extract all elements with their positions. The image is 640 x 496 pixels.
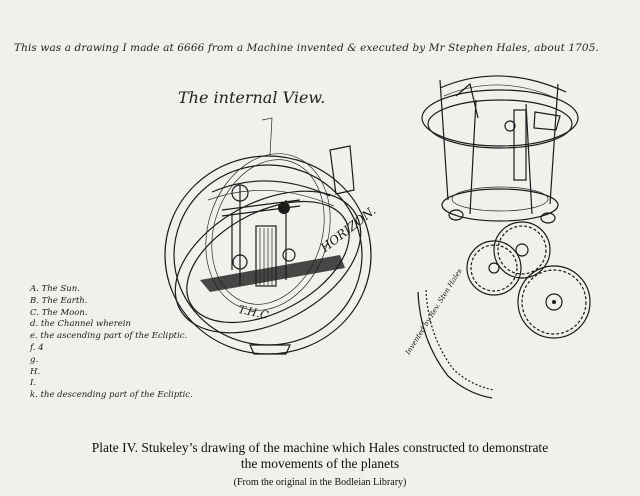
- view-title: The internal View.: [178, 88, 326, 107]
- armillary-sphere-drawing: [164, 117, 372, 355]
- caption-source: (From the original in the Bodleian Libra…: [233, 477, 407, 488]
- legend-item: A. The Sun.: [30, 284, 80, 294]
- handwritten-note: This was a drawing I made at 6666 from a…: [14, 42, 599, 54]
- orrery-stand-drawing: [421, 75, 579, 224]
- plate-caption: Plate IV. Stukeley’s drawing of the mach…: [0, 440, 640, 488]
- caption-line-1: Plate IV. Stukeley’s drawing of the mach…: [91, 440, 549, 455]
- caption-line-2: the movements of the planets: [240, 456, 400, 471]
- legend-item: H.: [30, 366, 41, 377]
- gear-wheels-drawing: [417, 221, 591, 399]
- legend: A. The Sun. B. The Earth. C. The Moon. d…: [30, 284, 193, 402]
- legend-item: d. the Channel wherein: [30, 319, 131, 330]
- legend-item: C. The Moon.: [30, 307, 88, 318]
- legend-item: g.: [30, 354, 39, 365]
- legend-item: I.: [30, 378, 37, 389]
- legend-item: k. the descending part of the Ecliptic.: [30, 390, 193, 401]
- legend-item: f. 4: [30, 342, 44, 353]
- legend-item: B. The Earth.: [30, 295, 88, 306]
- legend-item: e. the ascending part of the Ecliptic.: [30, 331, 188, 342]
